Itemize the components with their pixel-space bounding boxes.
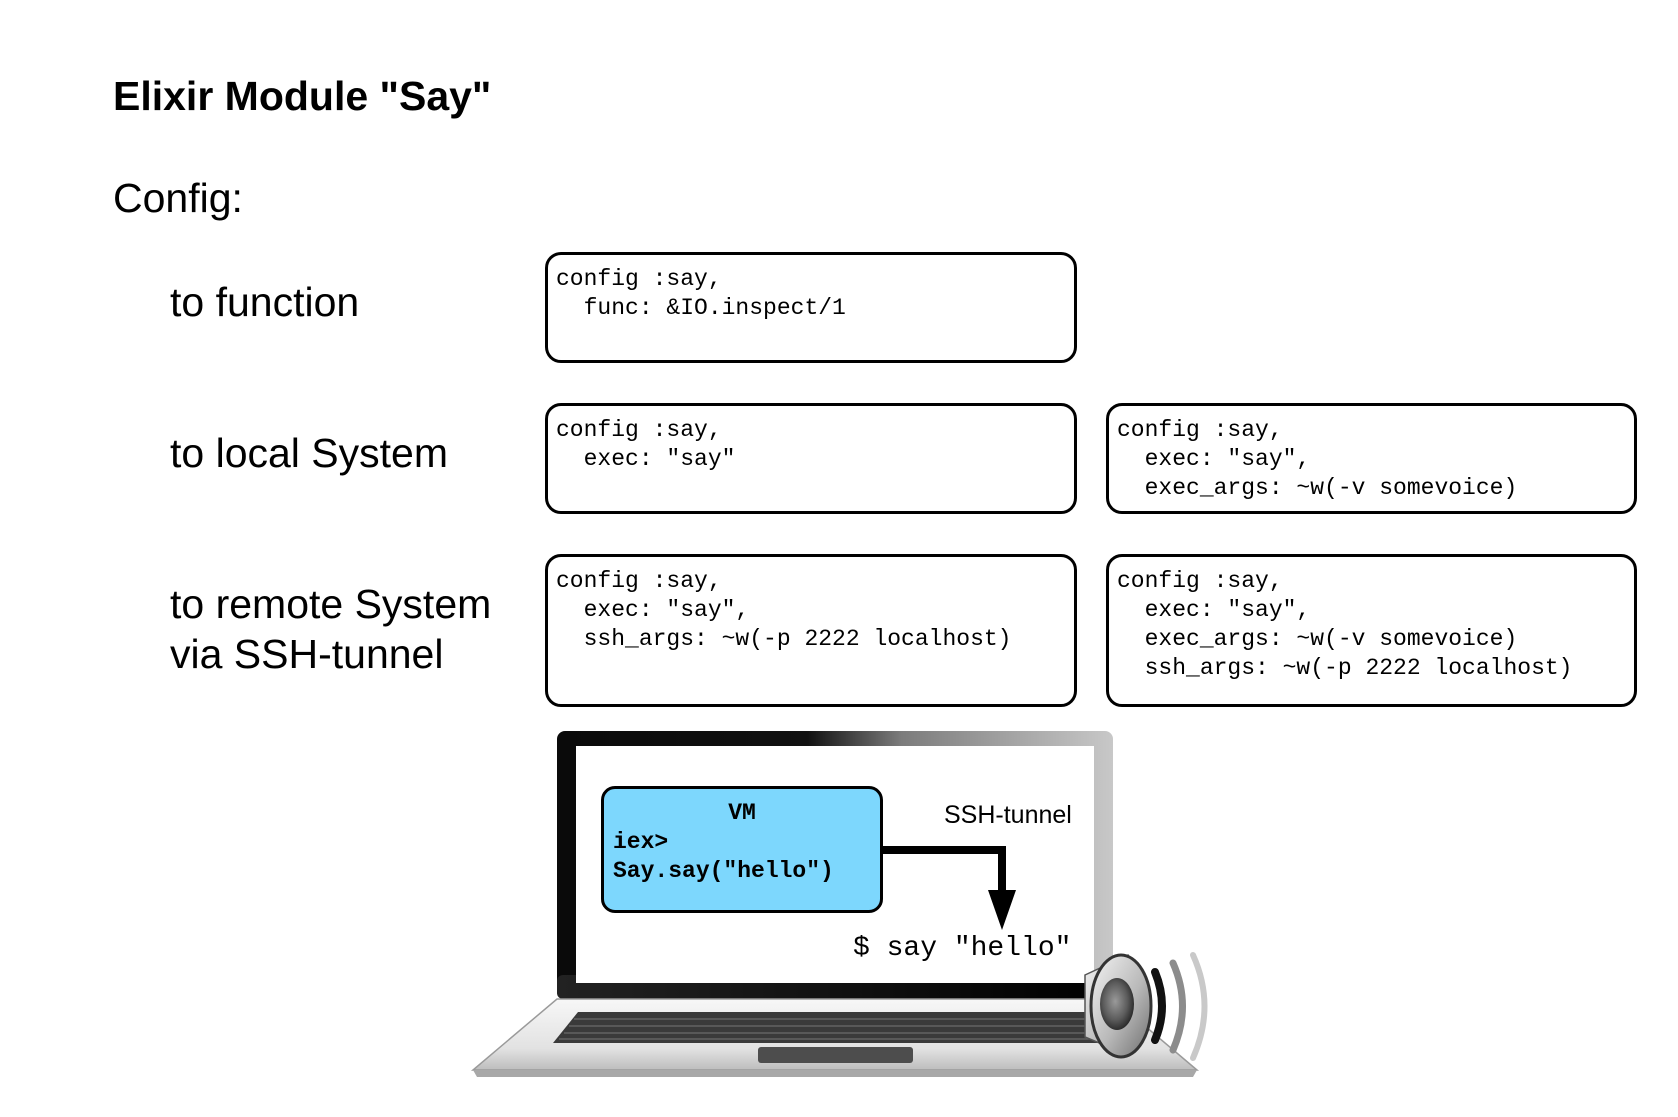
ssh-tunnel-label: SSH-tunnel — [944, 801, 1072, 829]
page-title: Elixir Module "Say" — [113, 73, 492, 119]
code-snippet: config :say, func: &IO.inspect/1 — [556, 266, 846, 321]
vm-title: VM — [728, 800, 756, 826]
config-heading: Config: — [113, 175, 243, 221]
vm-prompt-line: iex> — [613, 829, 669, 855]
row-label-line: to function — [170, 279, 360, 325]
row-label-line: to local System — [170, 430, 448, 476]
row-label-function: to function — [170, 277, 359, 327]
code-snippet: config :say, exec: "say", ssh_args: ~w(-… — [556, 568, 1012, 652]
code-box-local-exec-args: config :say, exec: "say", exec_args: ~w(… — [1106, 403, 1637, 514]
speaker-icon — [1084, 952, 1208, 1061]
vm-command-line: Say.say("hello") — [613, 858, 834, 884]
row-label-local-system: to local System — [170, 428, 448, 478]
ssh-tunnel-arrow — [880, 846, 1016, 930]
code-snippet: config :say, exec: "say" — [556, 417, 736, 472]
row-label-line: via SSH-tunnel — [170, 631, 444, 677]
code-box-remote-ssh-exec-args: config :say, exec: "say", exec_args: ~w(… — [1106, 554, 1637, 707]
code-box-local-exec: config :say, exec: "say" — [545, 403, 1077, 514]
row-label-line: to remote System — [170, 581, 492, 627]
vm-box: VM iex> Say.say("hello") — [601, 786, 883, 913]
code-snippet: config :say, exec: "say", exec_args: ~w(… — [1117, 568, 1573, 681]
shell-command: $ say "hello" — [853, 933, 1072, 964]
code-box-remote-ssh: config :say, exec: "say", ssh_args: ~w(-… — [545, 554, 1077, 707]
code-box-function: config :say, func: &IO.inspect/1 — [545, 252, 1077, 363]
row-label-remote-system: to remote System via SSH-tunnel — [170, 579, 491, 679]
code-snippet: config :say, exec: "say", exec_args: ~w(… — [1117, 417, 1518, 501]
